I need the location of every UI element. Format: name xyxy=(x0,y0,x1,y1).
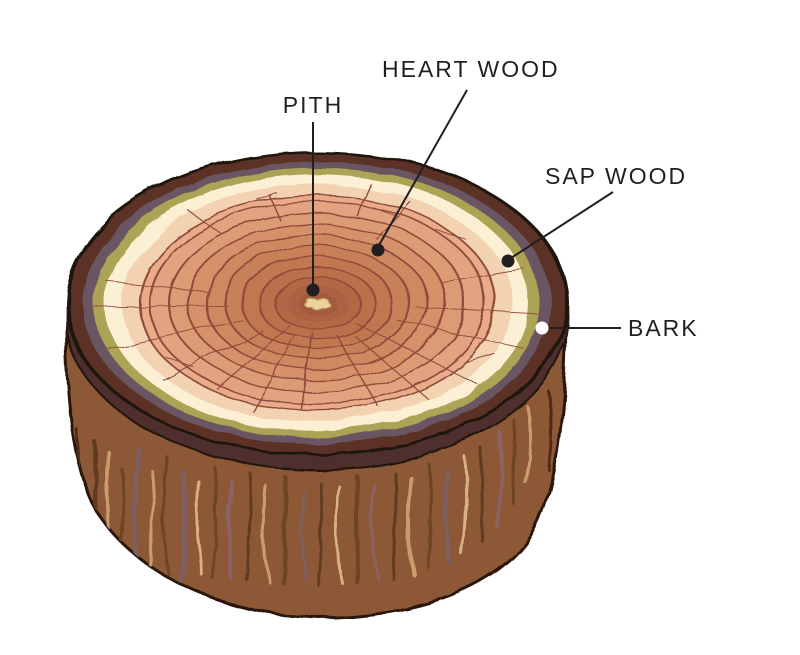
leader-lines xyxy=(312,89,621,329)
sapwood-marker-dot xyxy=(501,254,515,268)
trunk-bark-streaks xyxy=(76,390,552,586)
heartwood-label: HEART WOOD xyxy=(382,56,560,82)
stump-illustration xyxy=(65,150,569,620)
heartwood-leader-line xyxy=(377,89,468,248)
bark-label: BARK xyxy=(628,315,699,341)
sapwood-label: SAP WOOD xyxy=(545,163,687,189)
pith-marker-dot xyxy=(306,283,320,297)
sapwood-leader-line xyxy=(510,191,614,259)
annotations: PITH HEART WOOD SAP WOOD BARK xyxy=(283,56,699,341)
pith-label: PITH xyxy=(283,92,343,118)
heartwood-marker-dot xyxy=(371,243,385,257)
radial-cracks xyxy=(86,183,545,412)
cut-face xyxy=(65,150,569,456)
bark-marker-dot xyxy=(535,321,549,335)
pith-center xyxy=(303,296,330,309)
